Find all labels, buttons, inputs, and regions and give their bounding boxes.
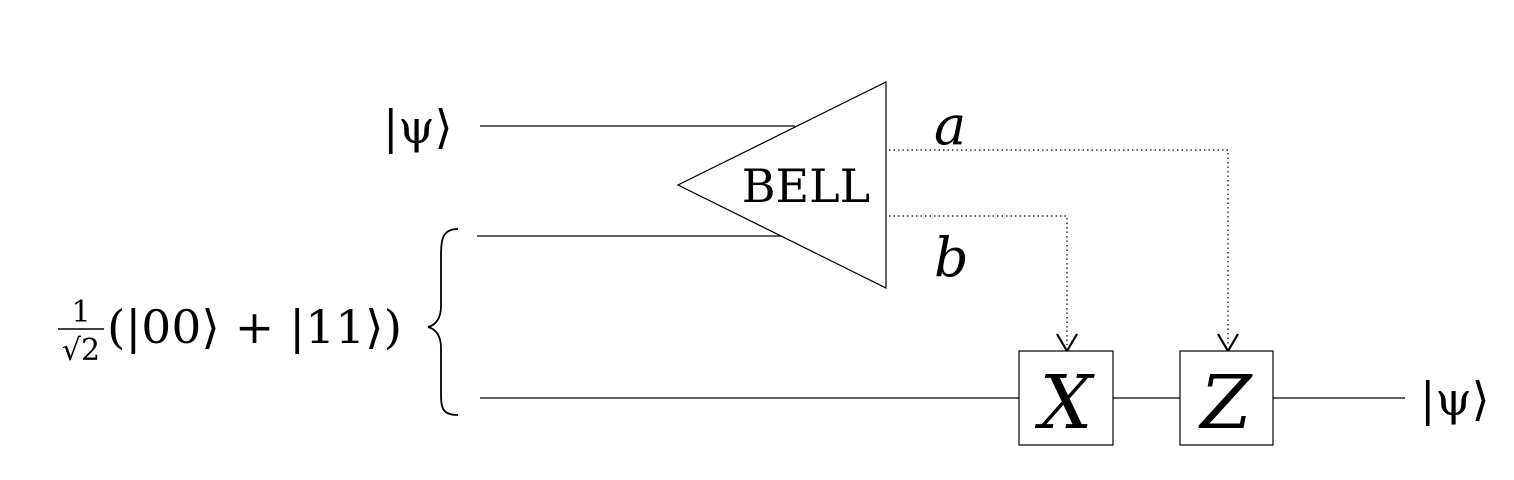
bell-measurement-gate: [676, 81, 887, 289]
arrow-head-x: [1056, 333, 1078, 354]
classical-label-a: a: [934, 94, 966, 157]
entangled-fraction-denominator: √2: [62, 333, 100, 368]
entangled-state-label: (|00⟩ + |11⟩): [107, 300, 402, 354]
input-psi-label: |ψ⟩: [383, 100, 453, 154]
z-gate-label: Z: [1198, 360, 1253, 446]
bell-label: BELL: [742, 159, 870, 213]
entangled-pair-brace: [427, 228, 459, 416]
classical-wire-a: [889, 149, 1229, 345]
output-psi-label: |ψ⟩: [1420, 372, 1490, 426]
classical-label-b: b: [934, 226, 969, 289]
z-gate: [1179, 350, 1274, 446]
x-gate-label: X: [1035, 360, 1096, 446]
x-gate: [1018, 350, 1114, 446]
classical-wire-b: [889, 215, 1068, 345]
entangled-fraction-numerator: 1: [71, 295, 90, 330]
